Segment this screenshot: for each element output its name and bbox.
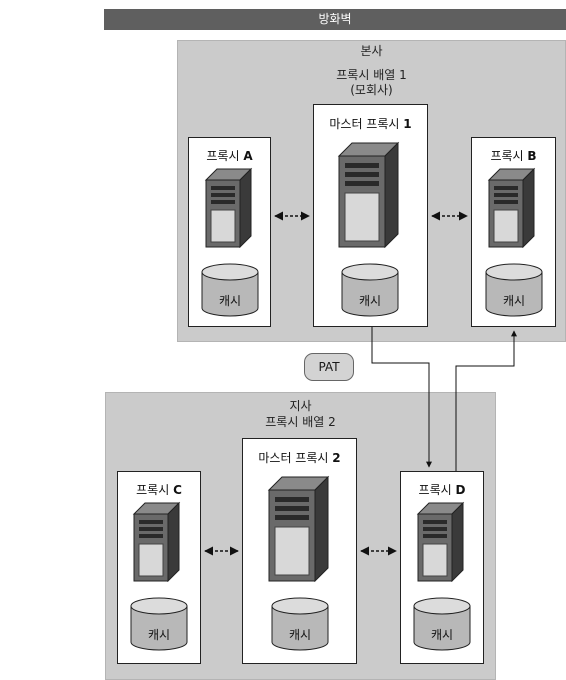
hq-site-name: 본사: [360, 44, 383, 58]
server-icon: [337, 141, 400, 248]
server-icon: [416, 501, 465, 582]
server-icon: [267, 475, 330, 582]
proxy-b-label: 프록시 B: [490, 149, 537, 163]
server-icon: [487, 167, 536, 248]
server-icon: [132, 501, 181, 582]
cache-disk-icon: [130, 597, 188, 651]
cache-disk-icon: [413, 597, 471, 651]
cache-disk-icon: [341, 263, 399, 317]
master-proxy-2-label: 마스터 프록시 2: [258, 451, 341, 465]
cache-label: 캐시: [358, 294, 382, 308]
branch-array-name: 프록시 배열 2: [265, 415, 336, 429]
cache-label: 캐시: [502, 294, 526, 308]
proxy-d-label: 프록시 D: [418, 483, 466, 497]
firewall-label: 방화벽: [318, 12, 352, 26]
pat-label: PAT: [318, 360, 340, 374]
branch-site-name: 지사: [289, 399, 312, 413]
server-icon: [204, 167, 253, 248]
link-master1-proxy-d: [371, 327, 432, 468]
cache-label: 캐시: [288, 628, 312, 642]
link-proxy-d-proxy-b: [455, 330, 517, 471]
cache-disk-icon: [271, 597, 329, 651]
cache-label: 캐시: [218, 294, 242, 308]
cache-label: 캐시: [147, 628, 171, 642]
cache-disk-icon: [485, 263, 543, 317]
pat-node: PAT: [304, 353, 354, 381]
proxy-c-label: 프록시 C: [136, 483, 182, 497]
cache-label: 캐시: [430, 628, 454, 642]
master-proxy-1-label: 마스터 프록시 1: [329, 117, 412, 131]
proxy-a-label: 프록시 A: [206, 149, 253, 163]
hq-array-name: 프록시 배열 1: [336, 68, 407, 82]
firewall-bar: 방화벽: [104, 9, 566, 30]
hq-array-note: (모회사): [350, 83, 393, 97]
cache-disk-icon: [201, 263, 259, 317]
